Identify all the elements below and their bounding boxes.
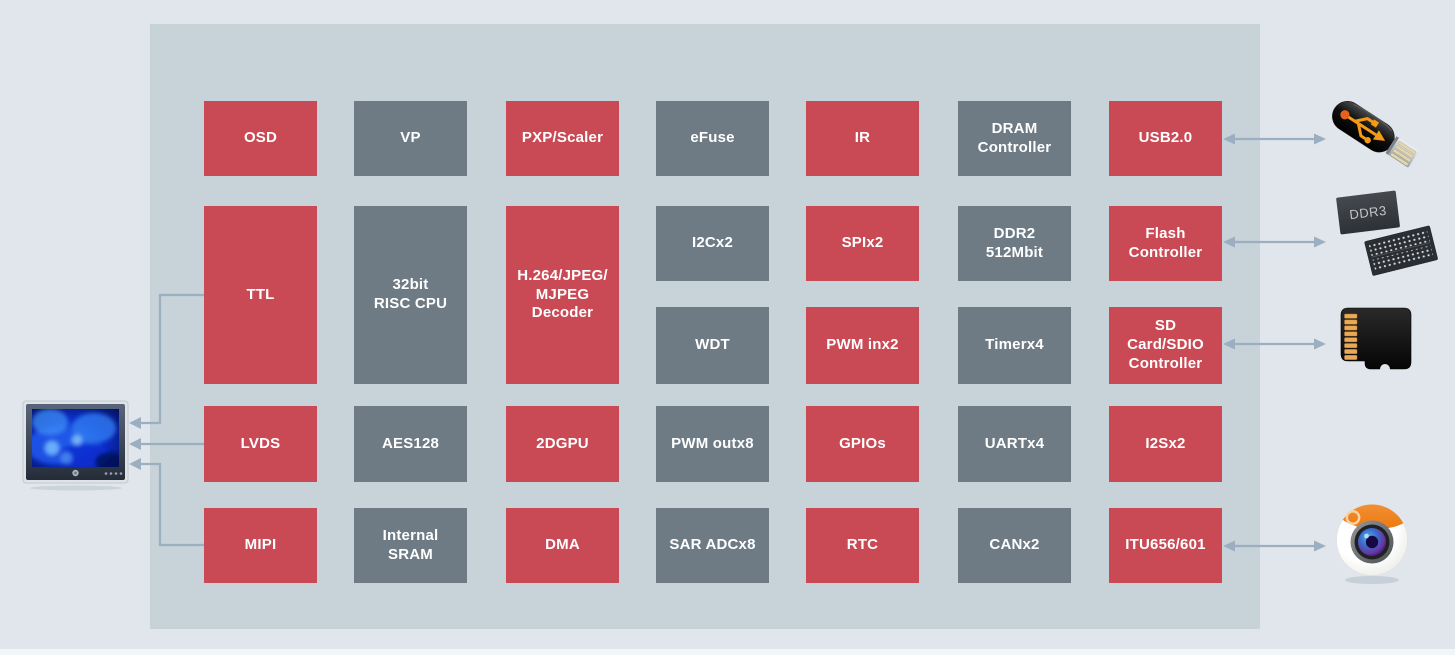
block-i2c: I2Cx2 xyxy=(656,206,769,281)
block-sd-sdio-controller: SD Card/SDIO Controller xyxy=(1109,307,1222,384)
block-vp: VP xyxy=(354,101,467,176)
block-wdt: WDT xyxy=(656,307,769,384)
block-pxp-scaler: PXP/Scaler xyxy=(506,101,619,176)
block-sar-adc: SAR ADCx8 xyxy=(656,508,769,583)
block-ttl: TTL xyxy=(204,206,317,384)
block-uart: UARTx4 xyxy=(958,406,1071,482)
block-aes128: AES128 xyxy=(354,406,467,482)
microsd-card-icon xyxy=(1340,307,1412,374)
block-risc-cpu: 32bit RISC CPU xyxy=(354,206,467,384)
block-2dgpu: 2DGPU xyxy=(506,406,619,482)
block-dram-controller: DRAM Controller xyxy=(958,101,1071,176)
block-dma: DMA xyxy=(506,508,619,583)
block-rtc: RTC xyxy=(806,508,919,583)
ddr3-memory-icon: DDR3 xyxy=(1336,190,1438,276)
block-usb2: USB2.0 xyxy=(1109,101,1222,176)
block-ir: IR xyxy=(806,101,919,176)
block-osd: OSD xyxy=(204,101,317,176)
block-lvds: LVDS xyxy=(204,406,317,482)
block-itu656-601: ITU656/601 xyxy=(1109,508,1222,583)
block-pwm-in: PWM inx2 xyxy=(806,307,919,384)
block-timer: Timerx4 xyxy=(958,307,1071,384)
ddr3-label: DDR3 xyxy=(1349,203,1388,222)
block-gpios: GPIOs xyxy=(806,406,919,482)
block-efuse: eFuse xyxy=(656,101,769,176)
footer-strip xyxy=(0,649,1455,655)
block-spi: SPIx2 xyxy=(806,206,919,281)
block-i2s: I2Sx2 xyxy=(1109,406,1222,482)
camera-icon xyxy=(1336,504,1408,584)
block-can: CANx2 xyxy=(958,508,1071,583)
block-h264-decoder: H.264/JPEG/ MJPEG Decoder xyxy=(506,206,619,384)
usb-drive-icon xyxy=(1332,101,1419,168)
block-mipi: MIPI xyxy=(204,508,317,583)
block-ddr2: DDR2 512Mbit xyxy=(958,206,1071,281)
display-icon xyxy=(22,400,129,491)
block-pwm-out: PWM outx8 xyxy=(656,406,769,482)
block-internal-sram: Internal SRAM xyxy=(354,508,467,583)
block-flash-controller: Flash Controller xyxy=(1109,206,1222,281)
